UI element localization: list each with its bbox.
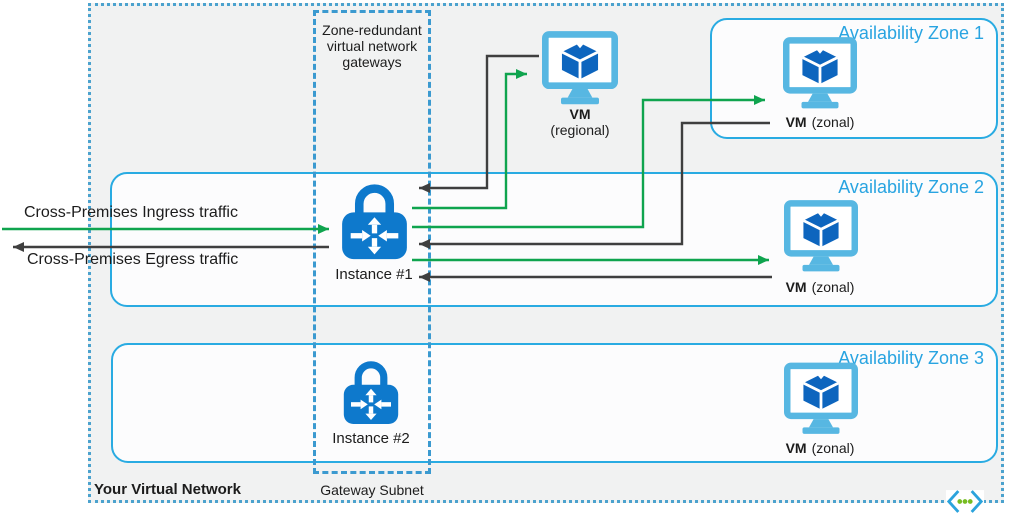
gateway-instance1-label: Instance #1 (335, 266, 413, 283)
availability-zone-1-label: Availability Zone 1 (838, 23, 984, 43)
vm-zone2-icon (784, 200, 858, 272)
vm-zone3-label: VM(zonal) (785, 440, 855, 456)
availability-zone-2-label: Availability Zone 2 (838, 177, 984, 197)
zone1-vm-to-gateway-arrow (419, 121, 770, 249)
virtual-network-label: Your Virtual Network (94, 481, 241, 498)
gateway-subnet-header: Zone-redundant virtual network gateways (322, 22, 422, 70)
vm-zone1-icon (783, 37, 857, 109)
vm-regional-label: VM (regional) (550, 106, 610, 138)
virtual-network-chevrons-icon (945, 490, 985, 513)
availability-zone-3-label: Availability Zone 3 (838, 348, 984, 368)
vm-zone2-label: VM(zonal) (785, 279, 855, 295)
gateway-instance2-lock-icon (343, 361, 399, 424)
gateway-subnet-label: Gateway Subnet (320, 482, 424, 498)
vm-regional-icon (542, 31, 618, 105)
gateway-to-regional-vm-arrow (412, 69, 527, 210)
vm-zone3-icon (784, 362, 858, 434)
regional-vm-to-gateway-arrow (419, 54, 539, 193)
ingress-traffic-label: Cross-Premises Ingress traffic (24, 204, 238, 221)
vm-zone1-label: VM(zonal) (785, 114, 855, 130)
gateway-to-zone1-vm-arrow (412, 95, 765, 229)
gateway-instance2-label: Instance #2 (332, 430, 410, 447)
egress-traffic-label: Cross-Premises Egress traffic (27, 251, 239, 268)
gateway-instance1-lock-icon (342, 184, 407, 260)
